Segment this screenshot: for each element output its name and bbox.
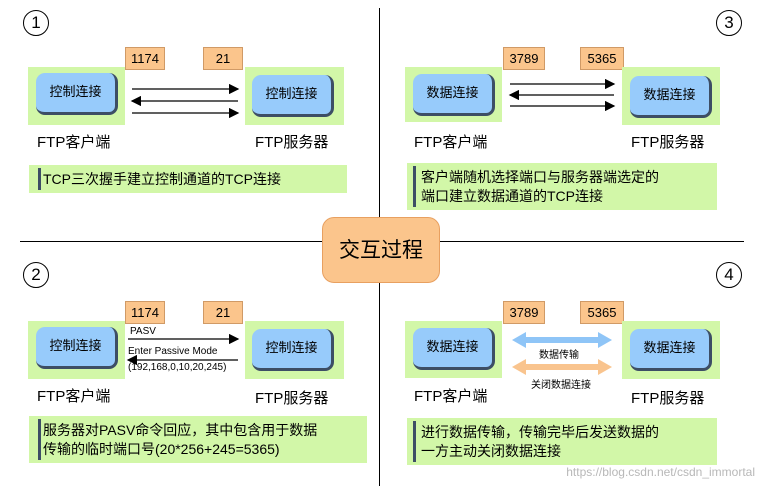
panel-1-number: 1 [23, 10, 49, 36]
panel-3-server-connection: 数据连接 [630, 76, 712, 118]
panel-3-client-connection: 数据连接 [413, 74, 495, 116]
panel-2-server-label: FTP服务器 [255, 390, 329, 407]
panel-1-server-port: 21 [203, 47, 243, 70]
panel-1-client-label: FTP客户端 [37, 134, 111, 151]
data-transfer-arrow [512, 332, 612, 348]
panel-2-server-connection: 控制连接 [252, 329, 334, 371]
panel-4-client-port: 3789 [503, 301, 545, 324]
panel-4-description-line-2: 一方主动关闭数据连接 [421, 443, 561, 459]
panel-3-server-label: FTP服务器 [631, 134, 705, 151]
panel-4-server-connection: 数据连接 [630, 329, 712, 371]
panel-2-number: 2 [23, 262, 49, 288]
panel-2-passive-response: Enter Passive Mode [128, 346, 218, 357]
panel-2-client-label: FTP客户端 [37, 388, 111, 405]
panel-3-description-line-1: 客户端随机选择端口与服务器端选定的 [421, 169, 659, 185]
horizontal-divider-left [20, 241, 322, 242]
panel-2-client-connection: 控制连接 [36, 327, 118, 369]
panel-4-client-label: FTP客户端 [414, 388, 488, 405]
horizontal-divider-right [438, 241, 744, 242]
panel-2-description-line-1: 服务器对PASV命令回应，其中包含用于数据 [43, 422, 318, 438]
panel-2-passive-args: (192,168,0,10,20,245) [128, 362, 227, 373]
panel-1-server-connection: 控制连接 [252, 75, 334, 117]
panel-4-description-stripe [413, 421, 416, 462]
panel-1-description-line-1: TCP三次握手建立控制通道的TCP连接 [43, 171, 281, 187]
panel-4-transfer-label: 数据传输 [539, 350, 579, 361]
panel-1-client-port: 1174 [125, 47, 165, 70]
panel-3-description-stripe [413, 166, 416, 207]
center-title: 交互过程 [322, 217, 440, 283]
panel-1-description-stripe [38, 168, 41, 190]
panel-4-client-connection: 数据连接 [413, 328, 495, 370]
panel-3-description-line-2: 端口建立数据通道的TCP连接 [421, 188, 603, 204]
panel-2-client-port: 1174 [125, 301, 165, 324]
close-connection-arrow [512, 359, 612, 375]
watermark: https://blog.csdn.net/csdn_immortal [566, 465, 755, 479]
panel-3-number: 3 [716, 10, 742, 36]
panel-2-description: 服务器对PASV命令回应，其中包含用于数据 传输的临时端口号(20*256+24… [29, 416, 367, 463]
panel-3-client-port: 3789 [503, 47, 545, 70]
panel-4-description-line-1: 进行数据传输，传输完毕后发送数据的 [421, 424, 659, 440]
panel-1-description: TCP三次握手建立控制通道的TCP连接 [29, 165, 347, 193]
panel-3-server-port: 5365 [580, 47, 624, 70]
panel-4-close-label: 关闭数据连接 [531, 380, 591, 391]
panel-1-client-connection: 控制连接 [36, 73, 118, 115]
panel-2-server-port: 21 [203, 301, 243, 324]
panel-3-description: 客户端随机选择端口与服务器端选定的 端口建立数据通道的TCP连接 [407, 163, 717, 210]
panel-2-pasv-command: PASV [130, 326, 156, 337]
panel-4-server-port: 5365 [580, 301, 624, 324]
panel-2-description-stripe [38, 419, 41, 460]
panel-2-description-line-2: 传输的临时端口号(20*256+245=5365) [43, 441, 280, 457]
panel-3-client-label: FTP客户端 [414, 134, 488, 151]
panel-1-server-label: FTP服务器 [255, 134, 329, 151]
panel-4-description: 进行数据传输，传输完毕后发送数据的 一方主动关闭数据连接 [407, 418, 717, 465]
panel-4-server-label: FTP服务器 [631, 390, 705, 407]
panel-4-number: 4 [716, 262, 742, 288]
